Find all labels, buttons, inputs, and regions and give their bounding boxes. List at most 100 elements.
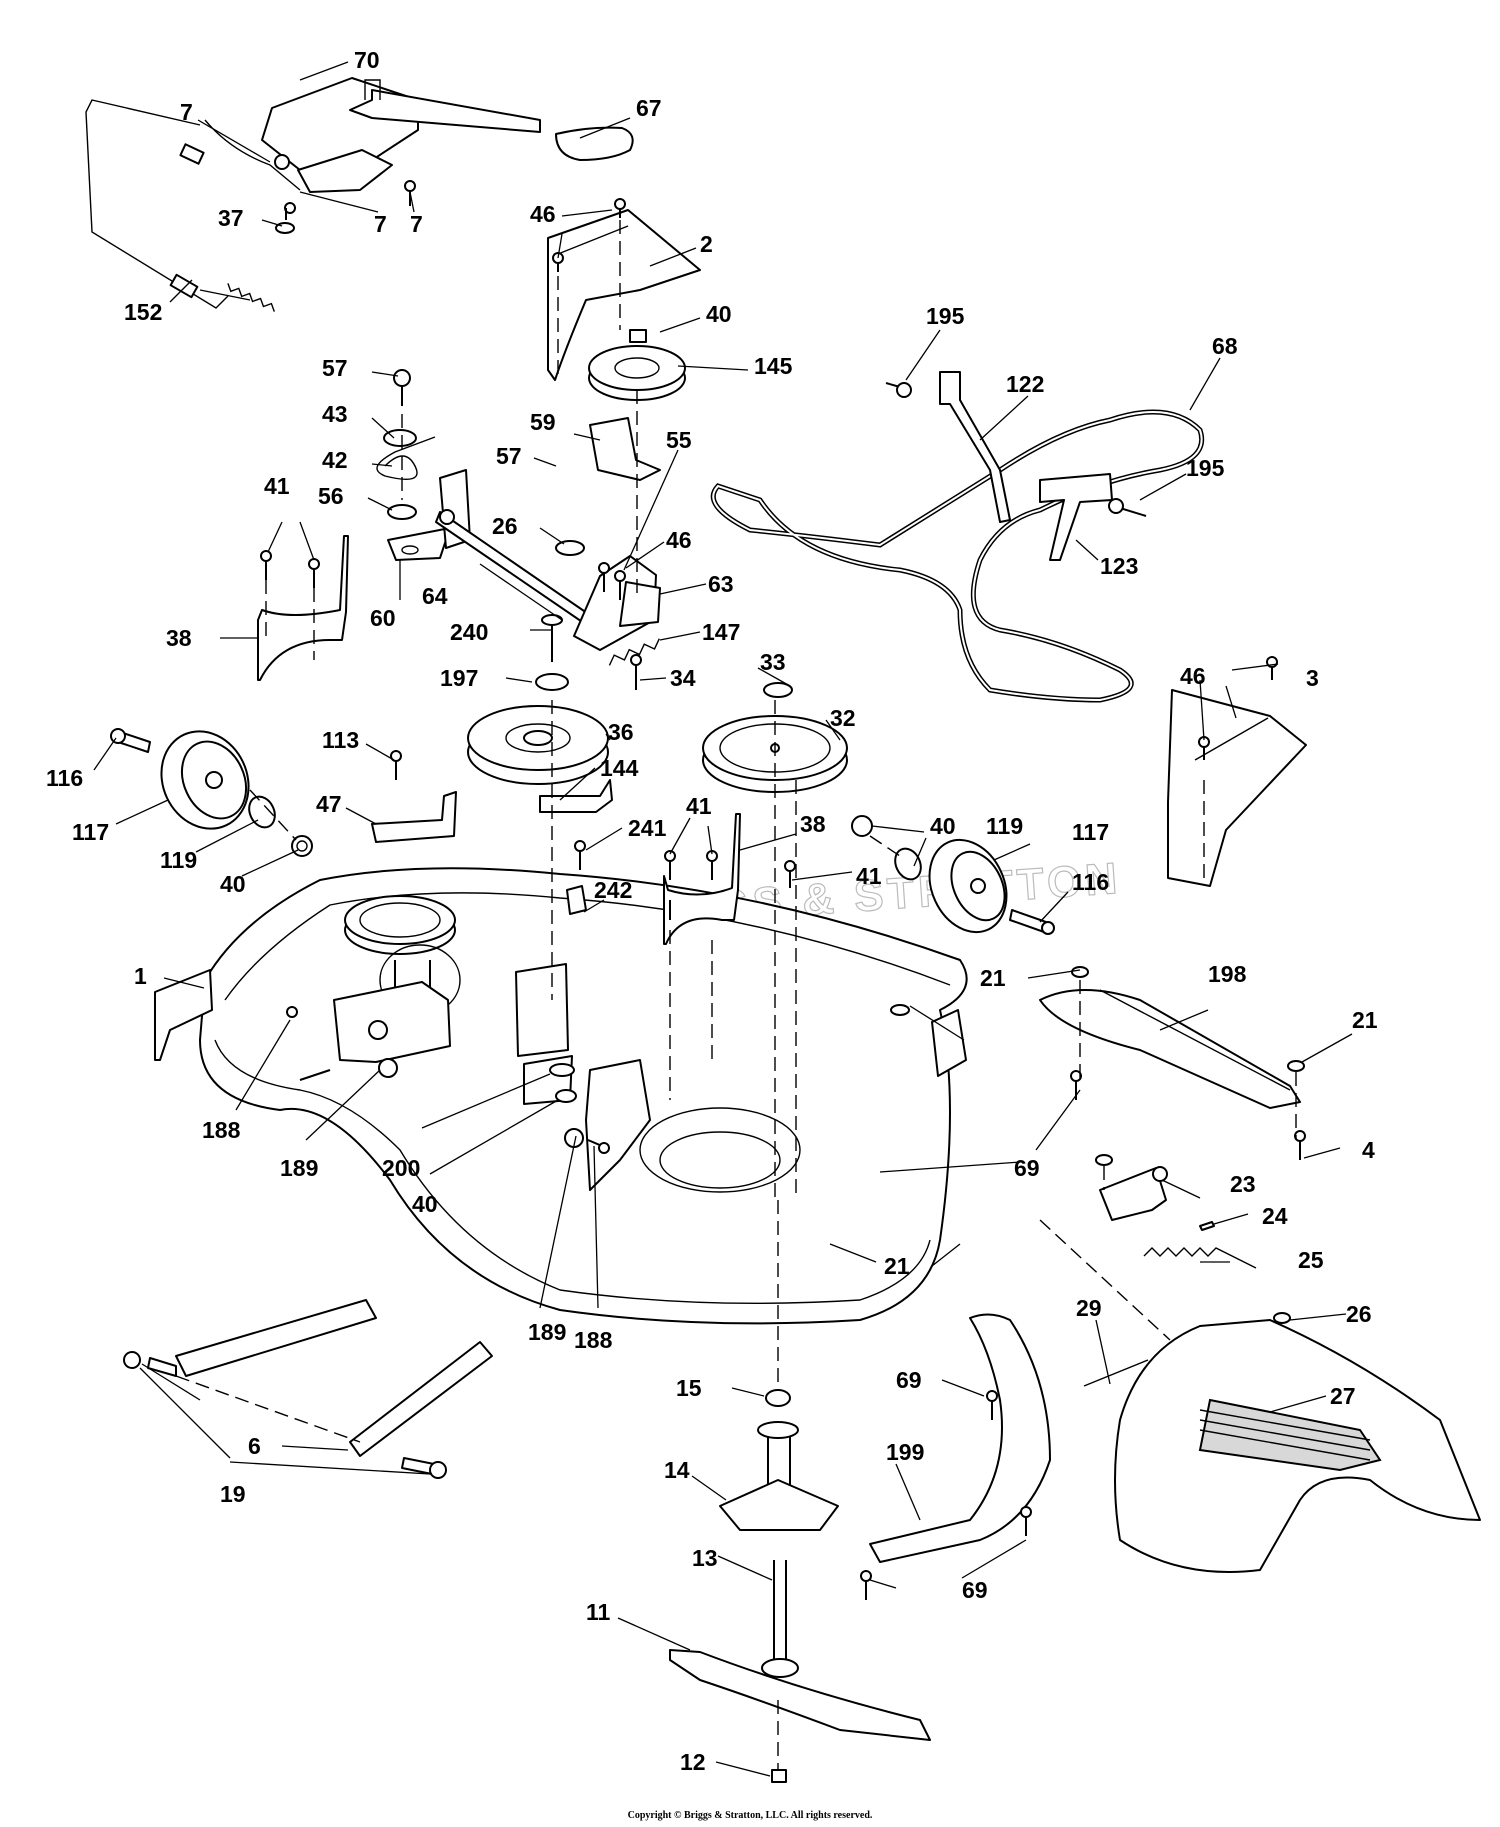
- callout-1: 1: [134, 963, 147, 989]
- callout-32: 32: [830, 705, 856, 731]
- callout-40: 40: [220, 871, 246, 897]
- callout-43: 43: [322, 401, 348, 427]
- callout-21: 21: [980, 965, 1006, 991]
- callout-42: 42: [322, 447, 348, 473]
- callout-145: 145: [754, 353, 793, 379]
- callout-197: 197: [440, 665, 478, 691]
- callout-6: 6: [248, 1433, 261, 1459]
- callout-123: 123: [1100, 553, 1138, 579]
- rear-baffle: [860, 1313, 1051, 1600]
- callout-25: 25: [1298, 1247, 1324, 1273]
- callout-41: 41: [856, 863, 882, 889]
- copyright-notice: Copyright © Briggs & Stratton, LLC. All …: [627, 1810, 873, 1821]
- callout-69: 69: [962, 1577, 988, 1603]
- callout-34: 34: [670, 665, 696, 691]
- callout-26: 26: [1346, 1301, 1372, 1327]
- callout-36: 36: [608, 719, 634, 745]
- callout-147: 147: [702, 619, 740, 645]
- callout-242: 242: [594, 877, 632, 903]
- right-belt-cover: [1167, 656, 1307, 887]
- callout-117: 117: [72, 819, 109, 845]
- callout-57: 57: [322, 355, 348, 381]
- callout-64: 64: [422, 583, 448, 609]
- callout-15: 15: [676, 1375, 702, 1401]
- right-baffle: [890, 966, 1306, 1160]
- callout-26: 26: [492, 513, 518, 539]
- center-wheel-bracket: [566, 813, 796, 945]
- callout-70: 70: [354, 47, 380, 73]
- drive-belt-and-guides: [710, 371, 1204, 703]
- callout-3: 3: [1306, 665, 1319, 691]
- callout-19: 19: [220, 1481, 246, 1507]
- callout-40: 40: [412, 1191, 438, 1217]
- callout-188: 188: [202, 1117, 241, 1143]
- callout-68: 68: [1212, 333, 1238, 359]
- callout-119: 119: [986, 813, 1023, 839]
- callout-59: 59: [530, 409, 556, 435]
- callout-60: 60: [370, 605, 396, 631]
- callout-labels: 70 67 7 7 7 37 152 46 2 40 145 195 68 12…: [46, 47, 1378, 1775]
- callout-12: 12: [680, 1749, 706, 1775]
- callout-240: 240: [450, 619, 488, 645]
- deck-bracket-47: [371, 750, 457, 843]
- callout-152: 152: [124, 299, 162, 325]
- callout-144: 144: [600, 755, 639, 781]
- callout-24: 24: [1262, 1203, 1288, 1229]
- callout-47: 47: [316, 791, 342, 817]
- callout-4: 4: [1362, 1137, 1375, 1163]
- mower-deck-housing: [154, 867, 968, 1325]
- callout-188: 188: [574, 1327, 613, 1353]
- callout-33: 33: [760, 649, 786, 675]
- callout-2: 2: [700, 231, 713, 257]
- deck-hanger-brackets: [123, 1299, 493, 1479]
- callout-46: 46: [530, 201, 556, 227]
- callout-113: 113: [322, 727, 359, 753]
- callout-116: 116: [46, 765, 83, 791]
- callout-23: 23: [1230, 1171, 1256, 1197]
- idler-arm-assembly: [376, 369, 601, 631]
- callout-40: 40: [706, 301, 732, 327]
- callout-41: 41: [686, 793, 712, 819]
- callout-37: 37: [218, 205, 244, 231]
- callout-63: 63: [708, 571, 734, 597]
- callout-198: 198: [1208, 961, 1247, 987]
- right-gauge-wheel: [851, 815, 1055, 935]
- callout-116: 116: [1072, 869, 1109, 895]
- leader-lines: [93, 61, 1353, 1777]
- callout-40: 40: [930, 813, 956, 839]
- callout-189: 189: [528, 1319, 566, 1345]
- callout-199: 199: [886, 1439, 924, 1465]
- callout-57: 57: [496, 443, 522, 469]
- callout-21: 21: [1352, 1007, 1378, 1033]
- callout-27: 27: [1330, 1383, 1356, 1409]
- callout-55: 55: [666, 427, 692, 453]
- assembly-lines: [175, 220, 1297, 1770]
- upper-wheel-bracket: [257, 535, 349, 681]
- discharge-chute-assembly: [1083, 1154, 1481, 1573]
- upper-idler-cover: [547, 198, 701, 481]
- callout-11: 11: [586, 1599, 611, 1625]
- callout-41: 41: [264, 473, 290, 499]
- callout-241: 241: [628, 815, 667, 841]
- callout-122: 122: [1006, 371, 1044, 397]
- callout-195: 195: [926, 303, 965, 329]
- callout-119: 119: [160, 847, 197, 873]
- callout-7: 7: [410, 211, 423, 237]
- callout-21: 21: [884, 1253, 910, 1279]
- callout-14: 14: [664, 1457, 690, 1483]
- callout-38: 38: [800, 811, 826, 837]
- callout-13: 13: [692, 1545, 718, 1571]
- center-idler-pulley: [467, 540, 661, 813]
- callout-189: 189: [280, 1155, 318, 1181]
- left-gauge-wheel: [110, 728, 313, 857]
- callout-69: 69: [896, 1367, 922, 1393]
- callout-56: 56: [318, 483, 344, 509]
- callout-29: 29: [1076, 1295, 1102, 1321]
- callout-46: 46: [666, 527, 692, 553]
- callout-69: 69: [1014, 1155, 1040, 1181]
- callout-200: 200: [382, 1155, 420, 1181]
- callout-67: 67: [636, 95, 662, 121]
- callout-195: 195: [1186, 455, 1225, 481]
- callout-38: 38: [166, 625, 192, 651]
